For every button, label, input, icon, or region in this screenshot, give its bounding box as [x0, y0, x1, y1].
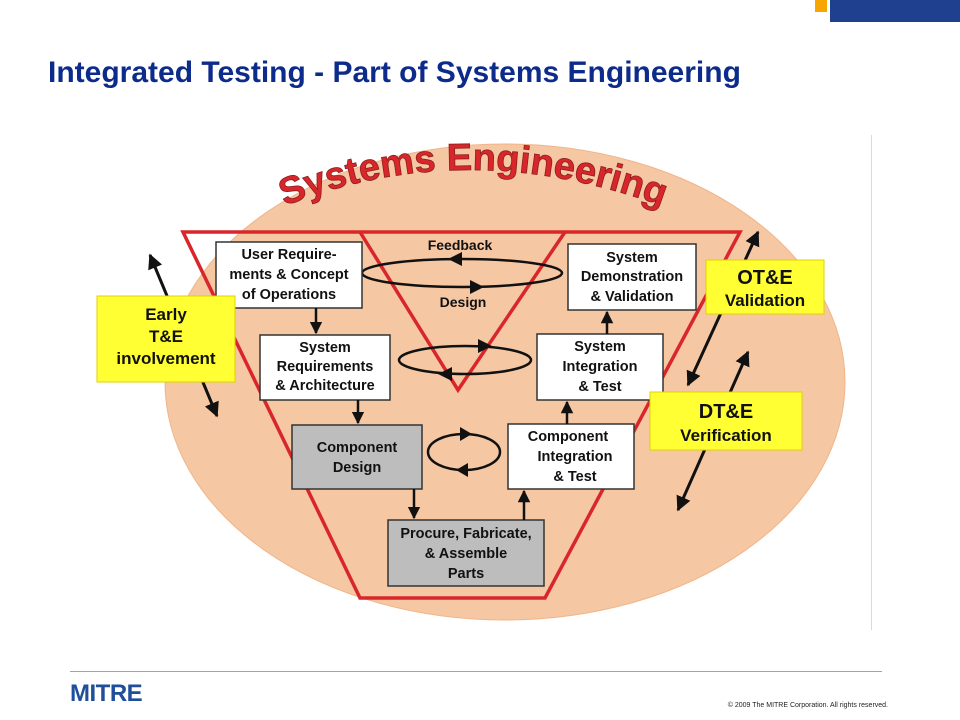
component-design-box: Component Design: [291, 424, 423, 490]
ote-validation-callout: OT&E Validation: [705, 259, 825, 315]
user-requirements-box: User Require- ments & Concept of Operati…: [215, 241, 363, 309]
svg-text:Integration: Integration: [538, 449, 613, 465]
figure-divider: [871, 135, 872, 630]
component-integration-box: Component Integration & Test: [507, 423, 635, 490]
svg-text:ments & Concept: ments & Concept: [229, 267, 348, 283]
corner-accent-orange: [815, 0, 827, 12]
system-demonstration-box: System Demonstration & Validation: [567, 243, 697, 311]
page-title: Integrated Testing - Part of Systems Eng…: [48, 56, 741, 89]
svg-text:& Architecture: & Architecture: [275, 378, 374, 394]
svg-text:Integration: Integration: [563, 359, 638, 375]
svg-text:Parts: Parts: [448, 566, 484, 582]
copyright-notice: © 2009 The MITRE Corporation. All rights…: [727, 702, 888, 709]
svg-text:T&E: T&E: [149, 327, 183, 346]
svg-text:Validation: Validation: [725, 291, 805, 310]
svg-text:Requirements: Requirements: [277, 359, 374, 375]
corner-accent-blue: [830, 0, 960, 22]
svg-text:Design: Design: [333, 460, 381, 476]
system-requirements-box: System Requirements & Architecture: [259, 334, 391, 401]
svg-text:Procure, Fabricate,: Procure, Fabricate,: [400, 526, 531, 542]
footer-rule: [70, 671, 882, 672]
mitre-logo: MITRE: [70, 680, 143, 707]
svg-text:& Test: & Test: [578, 379, 621, 395]
system-integration-box: System Integration & Test: [536, 333, 664, 401]
svg-text:System: System: [606, 250, 658, 266]
svg-text:Demonstration: Demonstration: [581, 269, 683, 285]
middle-loop-arrowhead-top: [478, 339, 492, 353]
svg-text:& Assemble: & Assemble: [425, 546, 507, 562]
svg-text:Component: Component: [528, 429, 609, 445]
v-model-outline-inner: [358, 231, 567, 394]
procure-fabricate-assemble-box: Procure, Fabricate, & Assemble Parts: [387, 519, 545, 587]
feedback-arrowhead: [448, 252, 462, 266]
svg-text:involvement: involvement: [116, 349, 216, 368]
feedback-label: Feedback: [428, 237, 493, 253]
svg-text:DT&E: DT&E: [699, 401, 753, 423]
svg-text:Verification: Verification: [680, 426, 772, 445]
svg-text:Component: Component: [317, 440, 398, 456]
bottom-loop-arrowhead-bottom: [456, 463, 468, 477]
svg-text:System: System: [299, 340, 351, 356]
svg-text:of Operations: of Operations: [242, 287, 336, 303]
bottom-loop-arrowhead-top: [460, 427, 472, 441]
svg-text:OT&E: OT&E: [737, 267, 793, 289]
early-te-involvement-callout: Early T&E involvement: [96, 295, 236, 383]
svg-text:Early: Early: [145, 305, 187, 324]
svg-text:System: System: [574, 339, 626, 355]
svg-text:& Validation: & Validation: [591, 289, 674, 305]
design-arrowhead: [470, 280, 484, 294]
middle-iteration-loop: [397, 344, 533, 376]
svg-text:& Test: & Test: [553, 469, 596, 485]
svg-text:User Require-: User Require-: [241, 247, 336, 263]
dte-verification-callout: DT&E Verification: [649, 391, 803, 451]
middle-loop-arrowhead-bottom: [438, 367, 452, 381]
design-label: Design: [440, 294, 487, 310]
